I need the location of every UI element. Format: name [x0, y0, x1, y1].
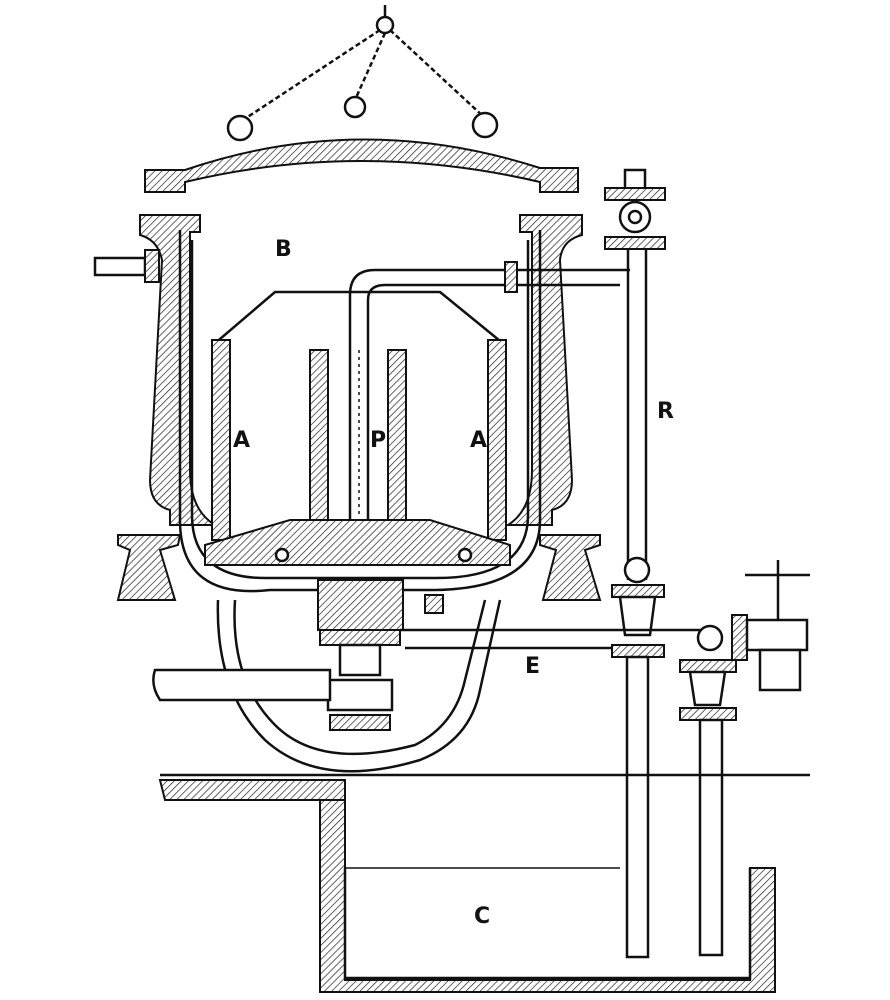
- floor-tank: [158, 773, 810, 993]
- label-R: R: [657, 399, 674, 424]
- label-A-right: A: [470, 428, 487, 453]
- label-E: E: [525, 654, 540, 679]
- lid: [144, 138, 579, 193]
- label-C: C: [474, 904, 490, 929]
- pipe-R: [604, 168, 666, 959]
- pipe-E: [400, 560, 810, 957]
- outer-casing: [93, 214, 602, 601]
- label-A-left: A: [233, 428, 250, 453]
- basket: [204, 290, 511, 566]
- central-pipe: [348, 261, 630, 520]
- label-B: B: [275, 237, 292, 262]
- spindle-funnel: [152, 579, 502, 773]
- lifting-tackle: [226, 5, 499, 142]
- label-P: P: [370, 428, 386, 453]
